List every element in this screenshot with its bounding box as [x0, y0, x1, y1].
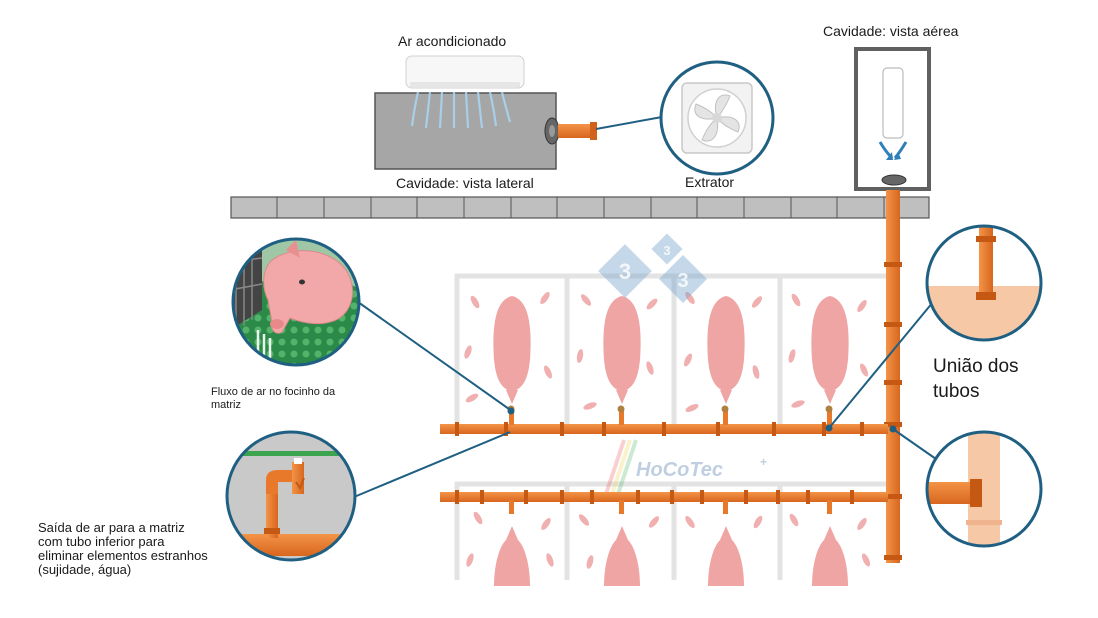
label-pipe-union: União dos tubos	[933, 354, 1019, 404]
pen-frame-row1	[454, 273, 888, 424]
cavity-side-box	[374, 92, 557, 170]
horizontal-pipe-row2	[440, 490, 888, 514]
vertical-main-pipe	[884, 190, 902, 563]
label-union-line2: tubos	[933, 381, 980, 402]
callout-sow-snout	[231, 237, 361, 367]
label-airflow-line1: Fluxo de ar no focinho da	[211, 386, 336, 398]
sows-row1	[493, 296, 849, 404]
extractor-port-side	[544, 117, 597, 145]
watermark-rainbow	[602, 439, 638, 501]
wall-bricks	[230, 196, 930, 219]
piglets-row1	[464, 292, 869, 413]
label-airflow-snout: Fluxo de ar no focinho da matriz	[211, 386, 335, 412]
label-cavity-top-view: Cavidade: vista aérea	[823, 23, 959, 39]
horizontal-pipe-row1	[440, 405, 888, 436]
label-outlet-line2: com tubo inferior para	[38, 534, 165, 549]
connector-dot-1	[507, 407, 515, 415]
cavity-top-box	[854, 47, 931, 191]
watermark-plus: +	[760, 455, 767, 469]
sows-row2	[494, 526, 848, 586]
watermark-logo	[598, 233, 708, 304]
label-union-line1: União dos	[933, 356, 1019, 377]
callout-lines	[353, 116, 939, 498]
watermark-badge-3: 3	[677, 270, 688, 292]
callout-pipe-union-top	[925, 224, 1043, 342]
piglets-row2	[466, 511, 871, 569]
callout-extractor-fan	[659, 60, 775, 176]
cold-air-stream	[410, 91, 512, 129]
connector-dot-3	[889, 425, 897, 433]
watermark-badge-1: 3	[619, 259, 631, 284]
watermark-badge-2: 3	[663, 243, 670, 258]
connector-dot-2	[825, 424, 833, 432]
callout-air-outlet	[225, 430, 357, 562]
label-outlet-line3: eliminar elementos estranhos	[38, 548, 208, 563]
label-extractor: Extrator	[685, 174, 735, 190]
label-air-conditioner: Ar acondicionado	[398, 33, 507, 49]
air-conditioner-unit	[405, 55, 525, 89]
label-outlet-line1: Saída de ar para a matriz	[38, 520, 185, 535]
label-cavity-side-view: Cavidade: vista lateral	[396, 175, 534, 191]
label-outlet-line4: (sujidade, água)	[38, 562, 132, 577]
callout-pipe-union-tee	[925, 430, 1043, 548]
label-airflow-line2: matriz	[211, 399, 241, 411]
watermark-brand: HoCoTec	[636, 459, 723, 481]
label-air-outlet: Saída de ar para a matriz com tubo infer…	[38, 521, 208, 577]
